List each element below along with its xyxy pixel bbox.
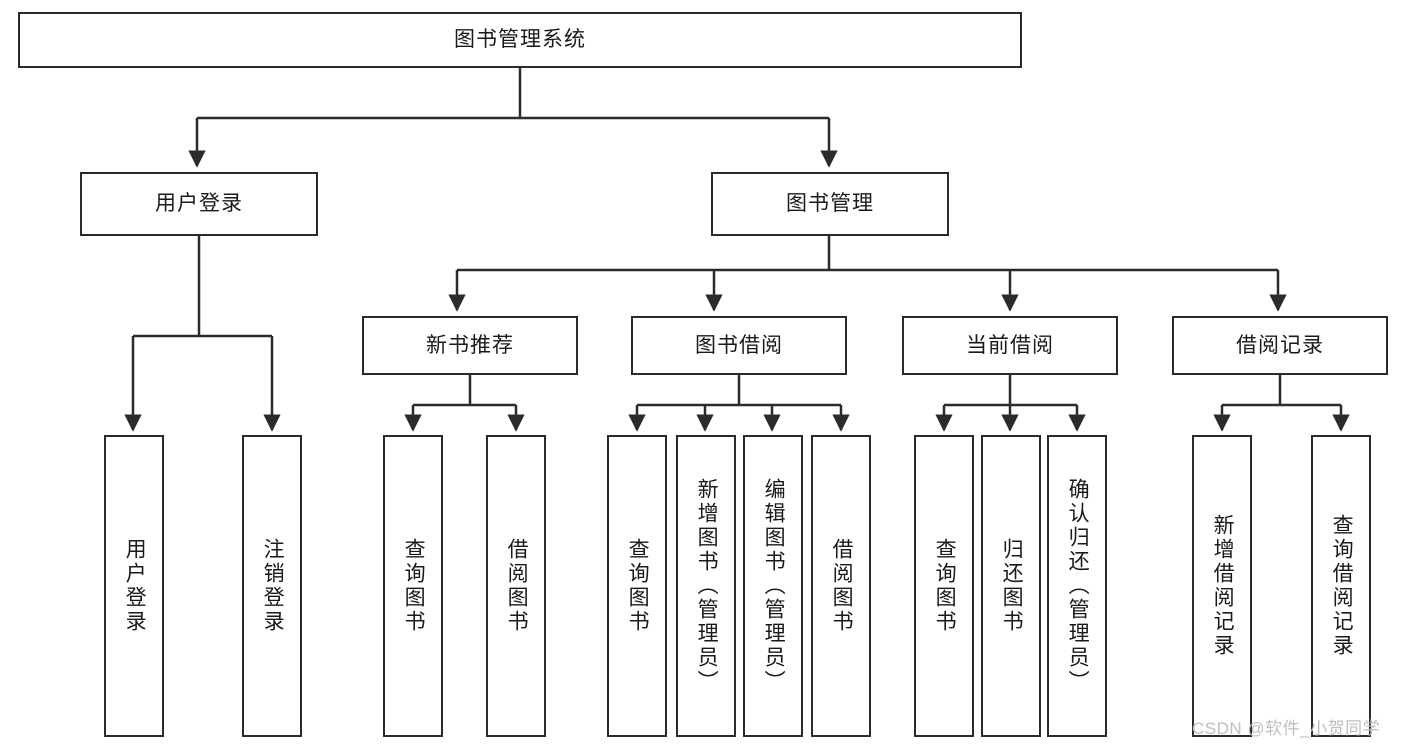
leaf-book-borrow-0-label: 查询图书 [626,538,650,634]
node-book-borrow-label: 图书借阅 [695,333,783,357]
leaf-current-borrow-0[interactable]: 查询图书 [914,435,974,737]
node-user-login-label: 用户登录 [155,192,243,216]
node-new-book-recommend-label: 新书推荐 [426,333,514,357]
leaf-user-login-1-label: 注销登录 [261,538,285,634]
leaf-book-borrow-0[interactable]: 查询图书 [607,435,667,737]
node-book-manage-label: 图书管理 [786,192,874,216]
leaf-borrow-record-1[interactable]: 查询借阅记录 [1311,435,1371,737]
leaf-book-borrow-2[interactable]: 编辑图书（管理员） [743,435,803,737]
leaf-new-book-0-label: 查询图书 [402,538,426,634]
leaf-borrow-record-0-label: 新增借阅记录 [1211,514,1235,658]
leaf-current-borrow-1-label: 归还图书 [1000,538,1024,634]
leaf-book-borrow-1[interactable]: 新增图书（管理员） [676,435,736,737]
leaf-borrow-record-0[interactable]: 新增借阅记录 [1192,435,1252,737]
leaf-current-borrow-2-label: 确认归还（管理员） [1066,478,1090,694]
leaf-user-login-1[interactable]: 注销登录 [242,435,302,737]
node-new-book-recommend[interactable]: 新书推荐 [362,316,578,375]
leaf-user-login-0-label: 用户登录 [123,538,147,634]
leaf-new-book-0[interactable]: 查询图书 [383,435,443,737]
leaf-book-borrow-1-label: 新增图书（管理员） [695,478,719,694]
leaf-user-login-0[interactable]: 用户登录 [104,435,164,737]
leaf-book-borrow-2-label: 编辑图书（管理员） [762,478,786,694]
leaf-current-borrow-0-label: 查询图书 [933,538,957,634]
node-current-borrow-label: 当前借阅 [966,333,1054,357]
node-current-borrow[interactable]: 当前借阅 [902,316,1118,375]
node-book-borrow[interactable]: 图书借阅 [631,316,847,375]
node-user-login[interactable]: 用户登录 [80,172,318,236]
leaf-borrow-record-1-label: 查询借阅记录 [1330,514,1354,658]
leaf-book-borrow-3[interactable]: 借阅图书 [811,435,871,737]
leaf-current-borrow-1[interactable]: 归还图书 [981,435,1041,737]
leaf-new-book-1[interactable]: 借阅图书 [486,435,546,737]
node-root-label: 图书管理系统 [454,28,586,52]
leaf-new-book-1-label: 借阅图书 [505,538,529,634]
leaf-current-borrow-2[interactable]: 确认归还（管理员） [1047,435,1107,737]
node-borrow-record[interactable]: 借阅记录 [1172,316,1388,375]
csdn-watermark: CSDN @软件_小贺同学 [1192,719,1381,738]
node-root[interactable]: 图书管理系统 [18,12,1022,68]
node-borrow-record-label: 借阅记录 [1236,333,1324,357]
leaf-book-borrow-3-label: 借阅图书 [830,538,854,634]
node-book-manage[interactable]: 图书管理 [711,172,949,236]
